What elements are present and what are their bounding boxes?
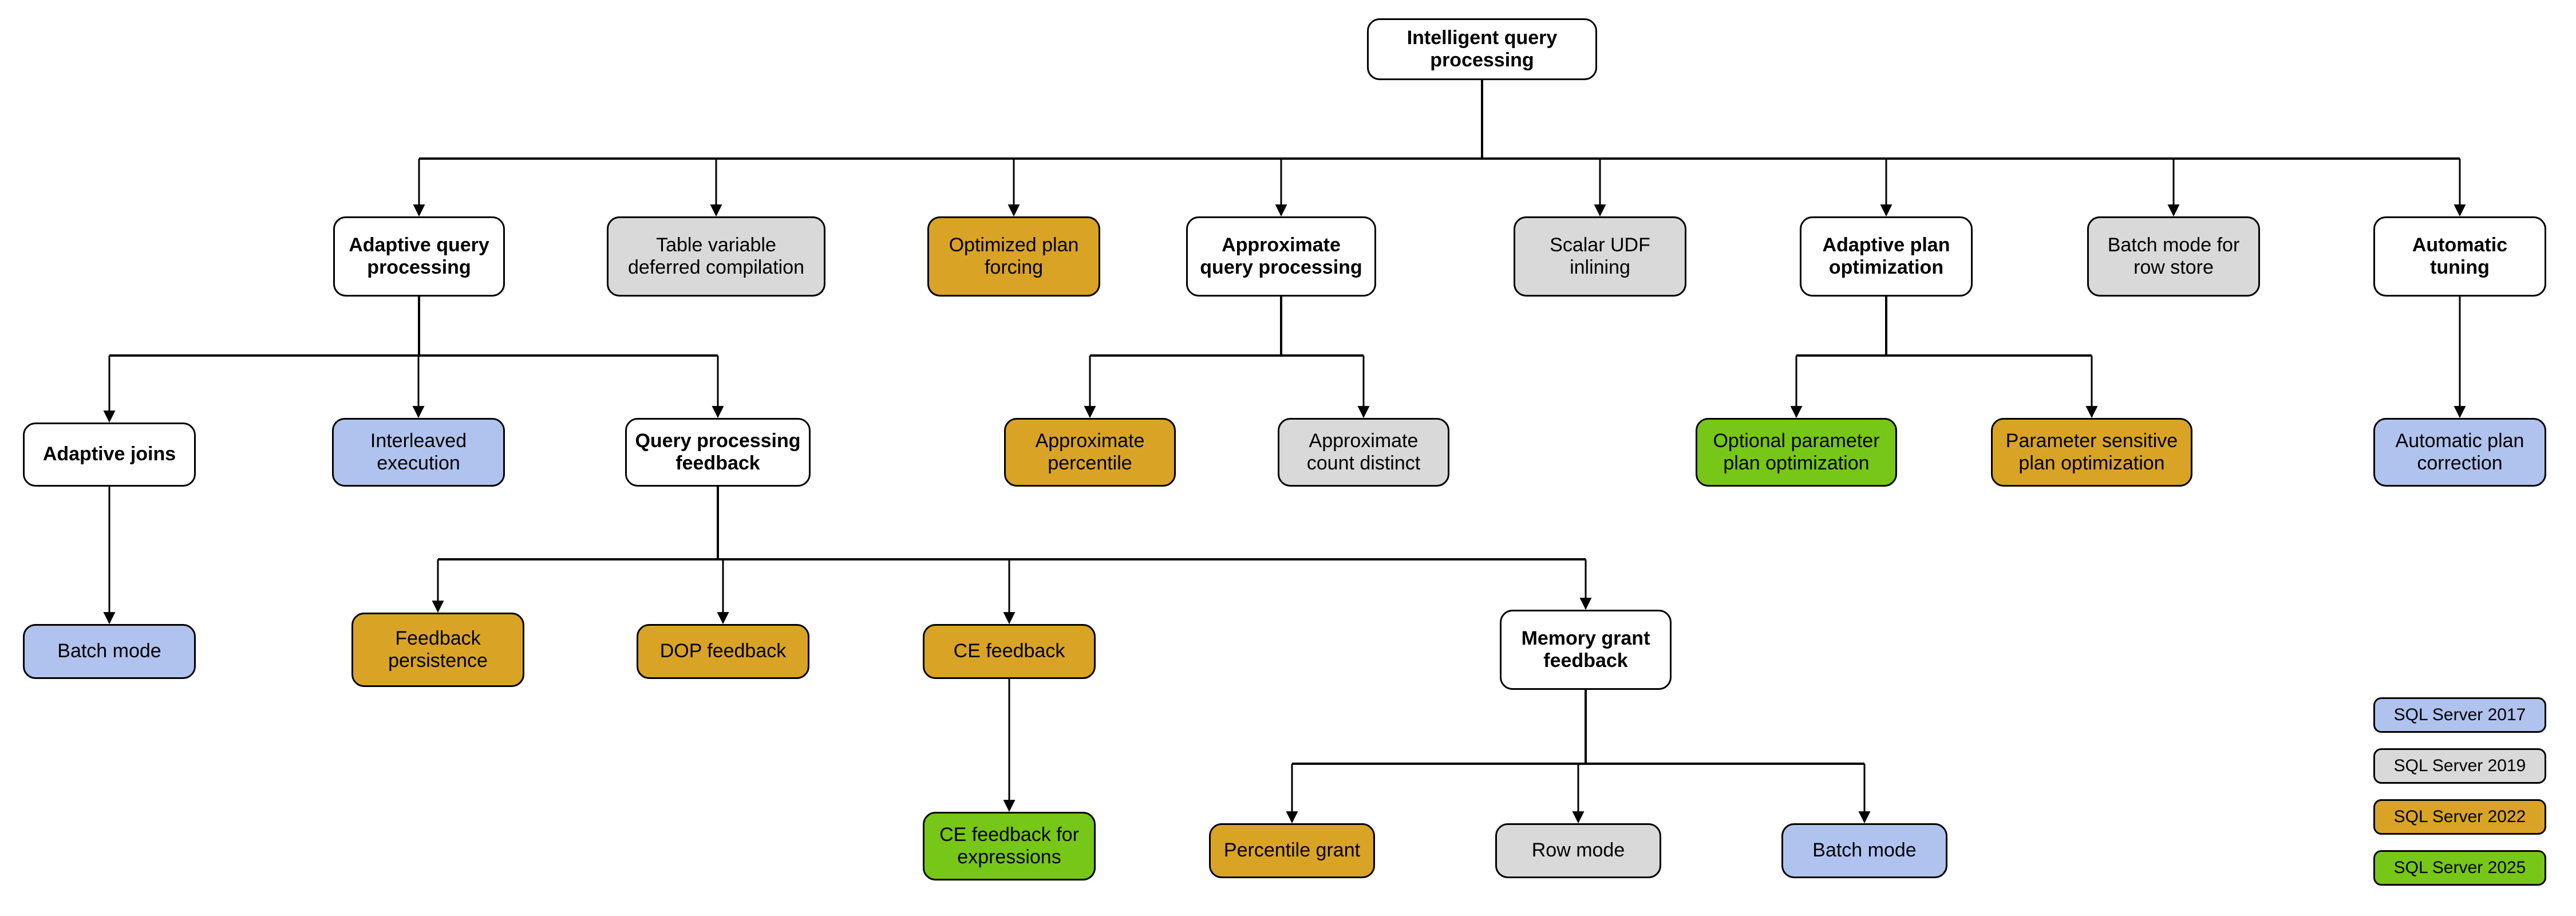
node-pspo[interactable]: Parameter sensitive plan optimization: [1991, 418, 2192, 487]
node-pctgrant[interactable]: Percentile grant: [1209, 823, 1375, 878]
node-approxcd[interactable]: Approximate count distinct: [1278, 418, 1449, 487]
legend-item-sql-server-2017: SQL Server 2017: [2373, 697, 2546, 733]
legend-item-sql-server-2022: SQL Server 2022: [2373, 799, 2546, 835]
node-opf[interactable]: Optimized plan forcing: [927, 216, 1100, 297]
node-batchmode2[interactable]: Batch mode: [1781, 823, 1947, 878]
node-root[interactable]: Intelligent query processing: [1367, 18, 1597, 80]
node-approxpct[interactable]: Approximate percentile: [1004, 418, 1176, 487]
node-qpfeedback[interactable]: Query processing feedback: [625, 418, 811, 487]
node-approxqp[interactable]: Approximate query processing: [1186, 216, 1376, 297]
legend-item-sql-server-2025: SQL Server 2025: [2373, 850, 2546, 886]
node-dopfb[interactable]: DOP feedback: [637, 624, 809, 679]
node-apo[interactable]: Adaptive plan optimization: [1800, 216, 1973, 297]
node-rowmode[interactable]: Row mode: [1495, 823, 1661, 878]
node-cefb[interactable]: CE feedback: [923, 624, 1096, 679]
node-autotune[interactable]: Automatic tuning: [2373, 216, 2546, 297]
node-oppo[interactable]: Optional parameter plan optimization: [1696, 418, 1897, 487]
node-mgf[interactable]: Memory grant feedback: [1500, 610, 1672, 690]
node-scalarudf[interactable]: Scalar UDF inlining: [1514, 216, 1686, 297]
node-interleaved[interactable]: Interleaved execution: [332, 418, 505, 487]
node-apc[interactable]: Automatic plan correction: [2373, 418, 2546, 487]
node-bmrs[interactable]: Batch mode for row store: [2087, 216, 2260, 297]
legend-item-sql-server-2019: SQL Server 2019: [2373, 748, 2546, 784]
node-fbpersist[interactable]: Feedback persistence: [351, 613, 524, 687]
node-tvdc[interactable]: Table variable deferred compilation: [607, 216, 825, 297]
node-cefbexpr[interactable]: CE feedback for expressions: [923, 812, 1096, 881]
node-aqp[interactable]: Adaptive query processing: [333, 216, 505, 297]
node-adaptivejoins[interactable]: Adaptive joins: [23, 423, 196, 487]
node-batchmode1[interactable]: Batch mode: [23, 624, 196, 679]
